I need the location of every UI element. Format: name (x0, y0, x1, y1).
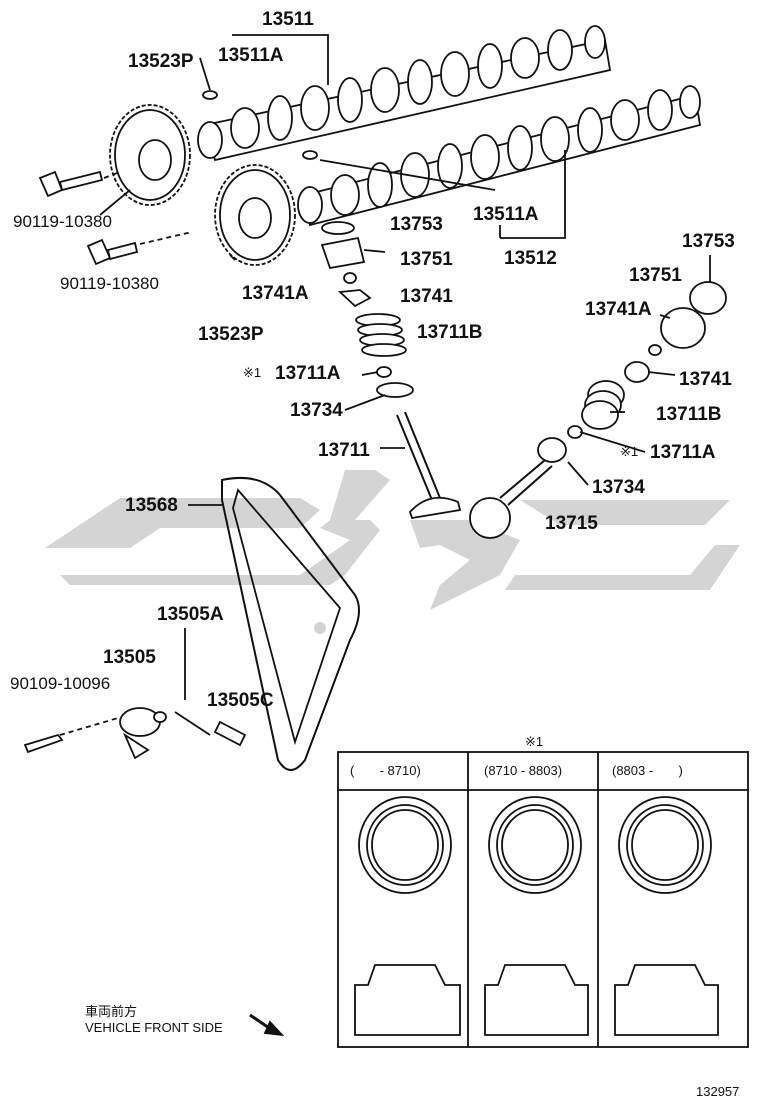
label-13753-right: 13753 (682, 231, 735, 252)
right-spring (581, 380, 625, 430)
note-mark-right: ※1 (620, 444, 639, 459)
front-side-jp: 車両前方 (85, 1004, 138, 1019)
label-13734-right: 13734 (592, 477, 645, 498)
camshaft-bottom (297, 85, 701, 224)
label-13753-left: 13753 (390, 214, 443, 235)
label-13505: 13505 (103, 647, 156, 668)
label-13511A-right: 13511A (473, 204, 539, 225)
note-mark-table: ※1 (525, 734, 544, 749)
drawing-lines (23, 25, 749, 1048)
label-13751-right: 13751 (629, 265, 682, 286)
front-side-en: VEHICLE FRONT SIDE (85, 1020, 223, 1035)
left-spring (355, 313, 407, 357)
camshaft-top (197, 25, 606, 159)
label-90119-a: 90119-10380 (13, 212, 112, 231)
label-13751-left: 13751 (400, 249, 453, 270)
label-13505C: 13505C (207, 690, 274, 711)
figure-id: 132957 (696, 1084, 740, 1099)
label-13711: 13711 (318, 440, 370, 461)
label-13711B-left: 13711B (417, 322, 483, 343)
label-13715: 13715 (545, 513, 598, 534)
label-13741A-right: 13741A (585, 299, 652, 320)
label-13511A-top: 13511A (218, 45, 284, 66)
pulley-top (109, 104, 191, 206)
label-13711A-left: 13711A (275, 363, 341, 384)
label-13741-left: 13741 (400, 286, 453, 307)
label-90109: 90109-10096 (10, 674, 111, 693)
label-13512: 13512 (504, 248, 557, 269)
label-13505A: 13505A (157, 604, 224, 625)
label-13523P-bottom: 13523P (198, 324, 264, 345)
table-col-3-header: (8803 - ) (612, 763, 683, 778)
label-13711B-right: 13711B (656, 404, 722, 425)
label-13741-right: 13741 (679, 369, 732, 390)
table-col-1-header: ( - 8710) (350, 763, 421, 778)
note-mark-left: ※1 (243, 365, 262, 380)
watermark-logo (45, 470, 740, 634)
label-13734-left: 13734 (290, 400, 343, 421)
label-13568: 13568 (125, 495, 178, 516)
table-col-2-header: (8710 - 8803) (484, 763, 563, 778)
label-13523P-top: 13523P (128, 51, 194, 72)
label-13511: 13511 (262, 9, 314, 30)
label-90119-b: 90119-10380 (60, 274, 159, 293)
pulley-bottom (214, 164, 296, 266)
label-13711A-right: 13711A (650, 442, 716, 463)
label-13741A-left: 13741A (242, 283, 309, 304)
